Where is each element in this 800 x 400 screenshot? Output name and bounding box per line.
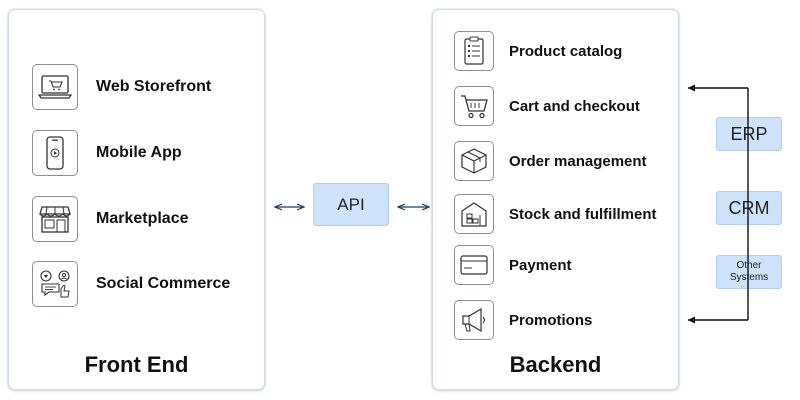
storefront-icon — [32, 196, 78, 242]
frontend-item-label: Web Storefront — [96, 78, 212, 95]
frontend-item-marketplace: Marketplace — [32, 196, 189, 242]
backend-item-label: Stock and fulfillment — [509, 205, 657, 223]
backend-title: Backend — [509, 352, 602, 377]
erp-box: ERP — [716, 117, 782, 151]
social-chat-icon — [32, 261, 78, 307]
backend-item-payment: Payment — [454, 245, 572, 285]
frontend-item-label: Social Commerce — [96, 275, 231, 292]
laptop-cart-icon — [32, 64, 78, 110]
frontend-item-label: Marketplace — [96, 210, 189, 227]
backend-item-promotions: Promotions — [454, 300, 592, 340]
other-systems-box: Other Systems — [716, 255, 782, 289]
smartphone-icon — [32, 130, 78, 176]
frontend-title: Front End — [84, 352, 189, 377]
checklist-icon — [454, 31, 494, 71]
frontend-item-social-commerce: Social Commerce — [32, 261, 230, 307]
api-box: API — [313, 183, 389, 226]
warehouse-icon — [454, 194, 494, 234]
package-box-icon — [454, 141, 494, 181]
backend-item-cart-checkout: Cart and checkout — [454, 86, 640, 126]
backend-item-label: Promotions — [509, 311, 593, 329]
backend-item-stock-fulfillment: Stock and fulfillment — [454, 194, 657, 234]
frontend-item-web-storefront: Web Storefront — [32, 64, 211, 110]
backend-item-order-management: Order management — [454, 141, 647, 181]
crm-box: CRM — [716, 191, 782, 225]
frontend-item-mobile-app: Mobile App — [32, 130, 182, 176]
backend-item-label: Order management — [509, 152, 647, 170]
backend-item-product-catalog: Product catalog — [454, 31, 622, 71]
backend-item-label: Payment — [509, 256, 572, 274]
frontend-panel: Web Storefront Mobile App — [8, 9, 265, 390]
cart-icon — [454, 86, 494, 126]
frontend-item-label: Mobile App — [96, 144, 182, 161]
backend-panel: Product catalog Cart and checkout Order — [432, 9, 679, 390]
credit-card-icon — [454, 245, 494, 285]
backend-item-label: Product catalog — [509, 42, 623, 60]
backend-item-label: Cart and checkout — [509, 97, 640, 115]
megaphone-icon — [454, 300, 494, 340]
